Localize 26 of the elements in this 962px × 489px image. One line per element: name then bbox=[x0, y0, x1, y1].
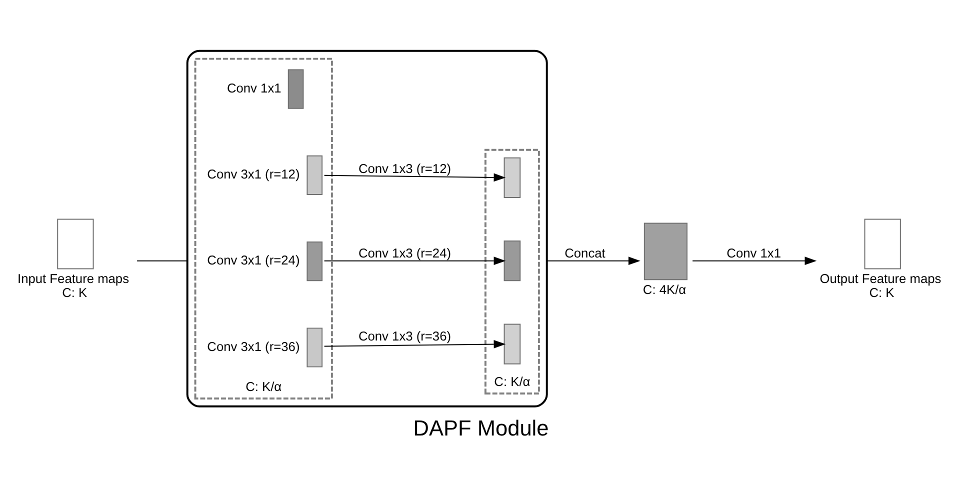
arrow bbox=[324, 173, 506, 182]
arrow bbox=[692, 256, 817, 265]
edge-label: Conv 1x3 (r=12) bbox=[358, 161, 452, 176]
node-label: Conv 1x1 bbox=[226, 80, 282, 96]
connector bbox=[136, 260, 188, 262]
node-label: C: 4K/α bbox=[642, 282, 686, 297]
node-label: C: K bbox=[62, 284, 88, 300]
edge-label: Conv 1x1 bbox=[726, 245, 782, 260]
edge-label: Conv 1x3 (r=24) bbox=[358, 245, 452, 260]
diagram-title: DAPF Module bbox=[413, 416, 549, 441]
node-label: Conv 3x1 (r=24) bbox=[207, 252, 300, 268]
edge-label: Concat bbox=[564, 245, 606, 260]
node-label: Input Feature maps bbox=[18, 271, 130, 286]
node-label: C: K bbox=[869, 284, 894, 300]
cluster bbox=[186, 50, 548, 408]
node-label: Conv 3x1 (r=36) bbox=[207, 338, 300, 354]
cluster: C: K/α bbox=[484, 148, 540, 395]
node-box bbox=[504, 157, 521, 198]
node-label: Output Feature maps bbox=[820, 271, 942, 286]
arrow bbox=[324, 340, 506, 348]
node-box bbox=[504, 324, 521, 364]
node-label: Conv 3x1 (r=12) bbox=[207, 166, 300, 182]
arrow bbox=[546, 256, 640, 265]
node-box bbox=[504, 240, 521, 282]
edge-label: Conv 1x3 (r=36) bbox=[358, 328, 452, 344]
arrow bbox=[324, 256, 506, 265]
